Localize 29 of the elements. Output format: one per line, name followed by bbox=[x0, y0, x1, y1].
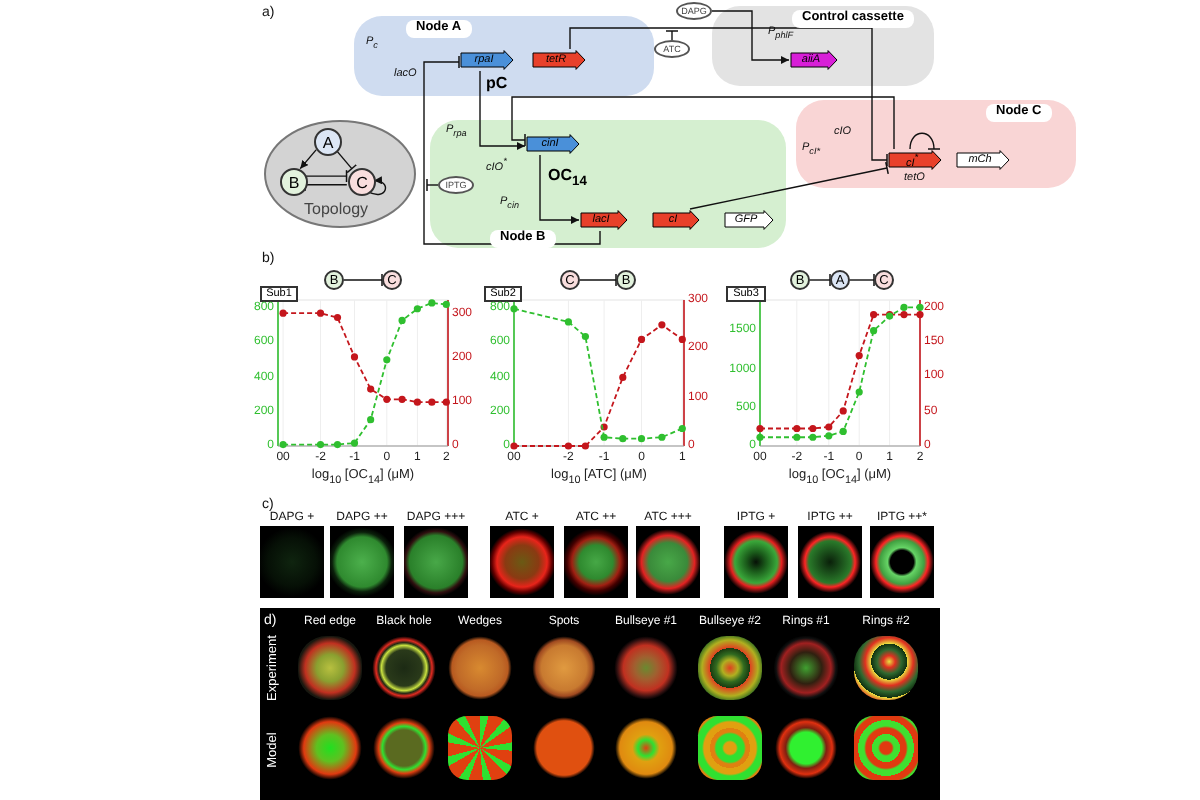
inhibition-line bbox=[426, 179, 439, 191]
edge-label: OC$_{14}$ bbox=[548, 168, 587, 191]
inhibition-line bbox=[304, 178, 348, 191]
inhibition-line bbox=[343, 274, 383, 286]
circuit-module-panel bbox=[430, 120, 786, 248]
inhibition-line bbox=[304, 170, 348, 183]
circuit-module-panel bbox=[354, 16, 654, 96]
arrow bbox=[479, 70, 526, 150]
network-node-circle: C bbox=[348, 168, 376, 196]
inhibition-line bbox=[569, 27, 888, 166]
arrow bbox=[299, 149, 317, 170]
topology-label: Topology bbox=[304, 202, 369, 218]
inhibition-line bbox=[689, 161, 889, 210]
inhibition-line bbox=[579, 274, 617, 286]
inhibition-line bbox=[666, 30, 678, 41]
network-node-circle: B bbox=[280, 168, 308, 196]
arrow bbox=[367, 177, 387, 196]
circuit-module-panel bbox=[796, 100, 1076, 188]
circuit-module-panel bbox=[712, 6, 934, 86]
inhibition-line bbox=[909, 132, 941, 151]
inhibition-line bbox=[335, 149, 357, 174]
arrow bbox=[539, 154, 580, 224]
network-node-circle: A bbox=[314, 128, 342, 156]
inhibition-line bbox=[849, 274, 875, 286]
arrow bbox=[711, 10, 790, 64]
inhibition-line bbox=[423, 56, 601, 245]
edge-label: pC bbox=[486, 76, 508, 92]
inhibition-line bbox=[809, 274, 831, 286]
inhibition-line bbox=[511, 96, 895, 150]
